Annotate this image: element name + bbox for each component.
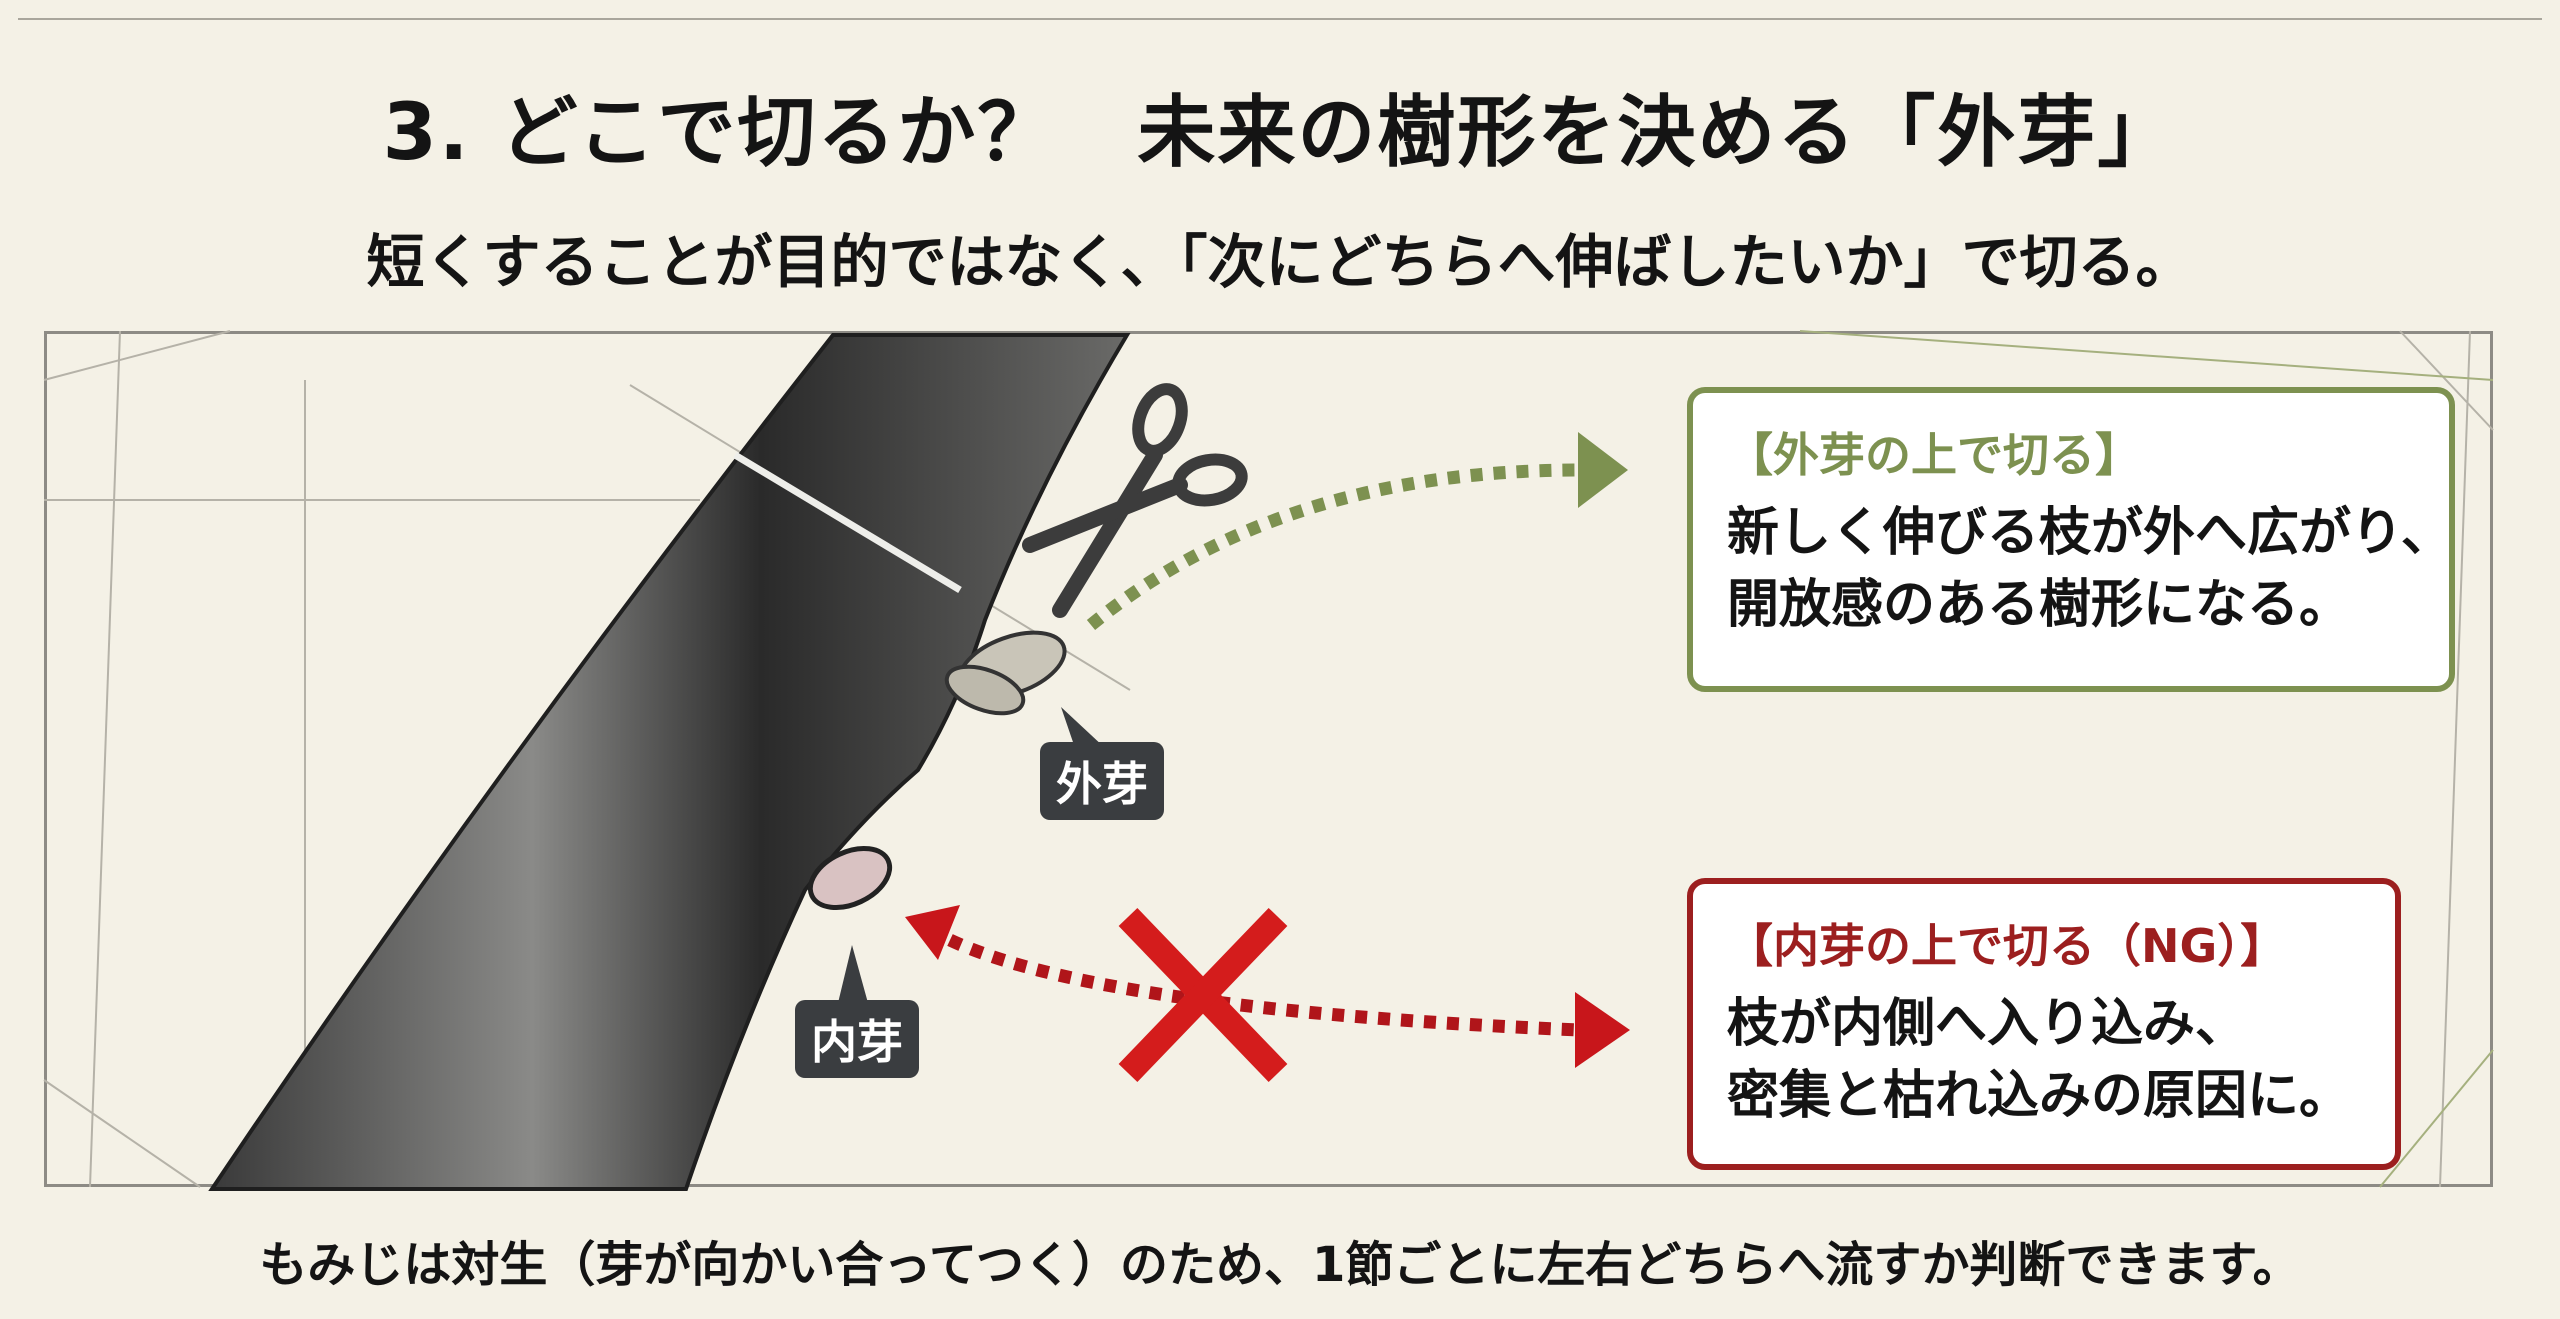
illustration-frame <box>44 331 2493 1187</box>
inner-bud-label: 内芽 <box>795 1000 919 1078</box>
callout-heading: 【内芽の上で切る（NG）】 <box>1727 919 2287 973</box>
callout-line: 新しく伸びる枝が外へ広がり、 <box>1727 503 2453 563</box>
callout-line: 開放感のある樹形になる。 <box>1727 575 2352 635</box>
good-arrowhead-icon <box>1578 432 1628 508</box>
top-divider <box>18 18 2542 20</box>
callout-line: 密集と枯れ込みの原因に。 <box>1727 1066 2352 1126</box>
outer-bud-label: 外芽 <box>1040 742 1164 820</box>
outer-bud <box>944 630 1067 716</box>
cut-line <box>733 451 962 594</box>
outer-label-tail <box>1061 707 1105 748</box>
branch-trunk <box>208 333 1131 1191</box>
page-subtitle: 短くすることが目的ではなく、「次にどちらへ伸ばしたいか」で切る。 <box>366 228 2194 296</box>
bad-arrow <box>947 934 1581 1037</box>
page-title: 3. どこで切るか？ 未来の樹形を決める「外芽」 <box>382 88 2178 178</box>
scissors-icon <box>1022 383 1248 618</box>
sketch-lines <box>43 330 2494 1188</box>
outer-bud-callout: 【外芽の上で切る】 新しく伸びる枝が外へ広がり、 開放感のある樹形になる。 <box>1687 387 2455 692</box>
inner-bud-callout: 【内芽の上で切る（NG）】 枝が内側へ入り込み、 密集と枯れ込みの原因に。 <box>1687 878 2401 1170</box>
callout-heading: 【外芽の上で切る】 <box>1727 428 2141 482</box>
bad-arrowhead-left-icon <box>905 905 960 960</box>
inner-label-tail <box>838 945 868 1003</box>
inner-bud <box>807 845 893 911</box>
good-arrow <box>1086 463 1581 631</box>
cross-mark-icon <box>1118 907 1288 1083</box>
footer-note: もみじは対生（芽が向かい合ってつく）のため、1節ごとに左右どちらへ流すか判断でき… <box>259 1237 2301 1293</box>
callout-line: 枝が内側へ入り込み、 <box>1727 994 2248 1054</box>
bad-arrowhead-right-icon <box>1575 992 1630 1068</box>
